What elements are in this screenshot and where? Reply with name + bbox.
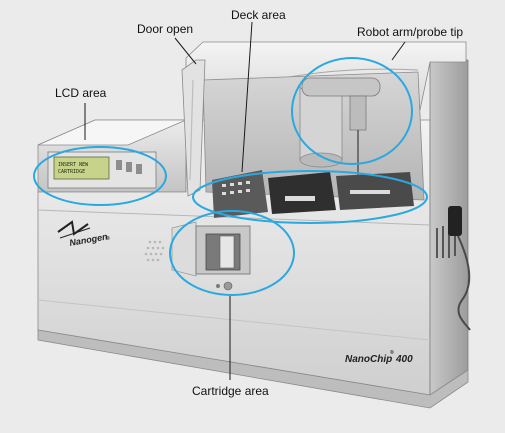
lcd-line-1: INSERT NEW	[58, 162, 89, 168]
lcd-screen	[53, 156, 110, 180]
lcd-line-2: CARTRIDGE	[58, 169, 85, 175]
callout-door-open: Door open	[137, 22, 194, 36]
model-mark: ®	[390, 349, 394, 356]
handheld-scanner	[448, 206, 471, 331]
eject-button[interactable]	[223, 281, 233, 291]
callout-cartridge-area: Cartridge area	[192, 384, 269, 398]
cartridge-area-ring	[169, 210, 295, 296]
lcd-area-ring	[33, 146, 167, 206]
lcd-panel: INSERT NEW CARTRIDGE	[47, 151, 157, 189]
deck-trays	[212, 170, 414, 218]
deck-area-ring	[192, 170, 428, 224]
grille-dots	[144, 240, 165, 262]
status-light	[216, 284, 220, 288]
leader-lines	[84, 21, 406, 380]
brand-mark: ®	[106, 235, 110, 242]
lcd-button-down[interactable]	[126, 162, 132, 172]
lcd-button-enter[interactable]	[136, 164, 142, 174]
callout-lcd-area: LCD area	[55, 86, 107, 100]
model-name: NanoChip	[345, 354, 392, 365]
callout-robot-arm: Robot arm/probe tip	[357, 25, 464, 39]
robot-arm-ring	[291, 57, 413, 165]
side-vent	[436, 222, 456, 258]
leader-door-open	[174, 37, 197, 65]
callout-deck-area: Deck area	[231, 8, 286, 22]
model-number: 400	[395, 354, 413, 365]
robot-arm	[299, 77, 381, 176]
leader-deck-area	[241, 21, 253, 173]
leader-robot-arm	[391, 41, 406, 61]
lcd-button-up[interactable]	[116, 160, 122, 170]
cartridge-slot	[171, 221, 251, 291]
callout-rings	[33, 57, 428, 296]
